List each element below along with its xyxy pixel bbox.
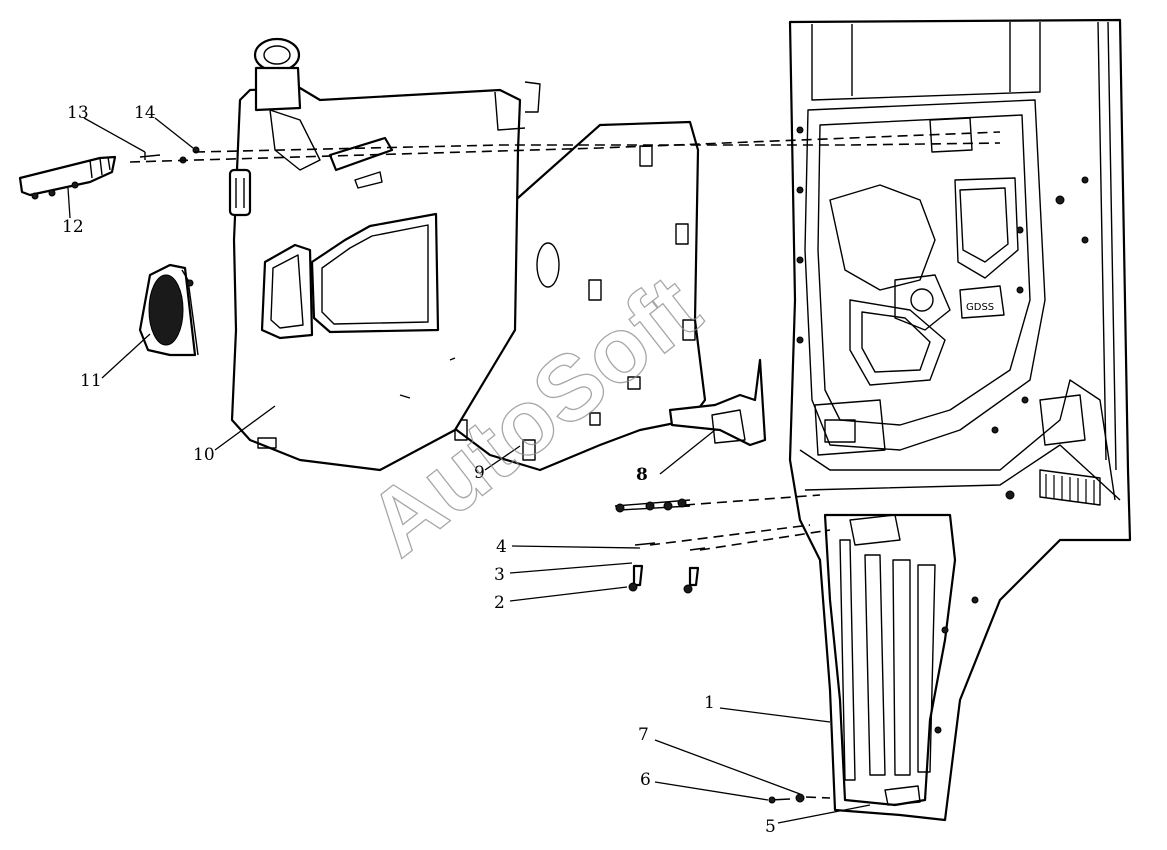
callout-11: 11 [80, 371, 102, 391]
callout-8: 8 [636, 465, 648, 485]
callout-2: 2 [494, 593, 505, 613]
assembly-dashed-lines [129, 131, 1001, 799]
callout-14: 14 [134, 103, 156, 123]
callout-5: 5 [765, 817, 776, 837]
door-inner-frame: GDSS [788, 18, 1132, 822]
speaker-grille [138, 263, 199, 357]
svg-text:GDSS: GDSS [966, 302, 994, 313]
screws-and-clips [614, 498, 805, 804]
leader-lines [67, 117, 871, 824]
callout-6: 6 [640, 770, 651, 790]
callout-1: 1 [704, 693, 715, 713]
callout-7: 7 [638, 725, 649, 745]
callout-13: 13 [67, 103, 89, 123]
callout-12: 12 [62, 217, 84, 237]
callout-4: 4 [496, 537, 507, 557]
trim-handle-strip [18, 155, 117, 200]
callout-labels: 1 2 3 4 5 6 7 8 9 10 11 12 13 14 [62, 103, 776, 837]
callout-9: 9 [474, 463, 485, 483]
door-trim-panel [228, 37, 541, 472]
callout-10: 10 [193, 445, 215, 465]
callout-3: 3 [494, 565, 505, 585]
